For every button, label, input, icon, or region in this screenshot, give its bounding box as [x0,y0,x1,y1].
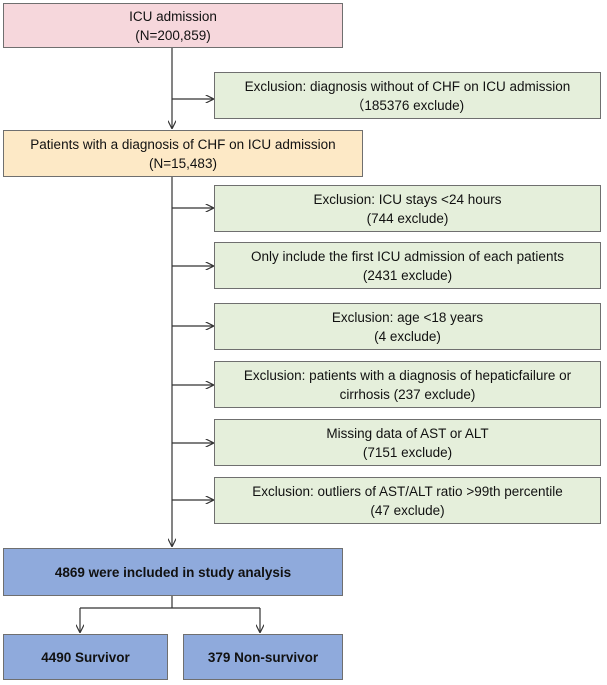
node-exclusion-icu-stay-line1: Exclusion: ICU stays <24 hours [313,191,502,207]
node-survivor-label: 4490 Survivor [41,649,130,665]
node-exclusion-age-line1: Exclusion: age <18 years [331,309,484,325]
node-missing-ast-alt: Missing data of AST or ALT (7151 exclude… [214,419,601,466]
node-exclusion-no-chf: Exclusion: diagnosis without of CHF on I… [214,72,601,119]
node-icu-admission-line2: (N=200,859) [135,27,211,43]
node-chf-patients-line1: Patients with a diagnosis of CHF on ICU … [30,136,336,152]
node-survivor: 4490 Survivor [3,634,168,680]
node-exclusion-hepatic-line1: Exclusion: patients with a diagnosis of … [243,367,572,383]
node-chf-patients: Patients with a diagnosis of CHF on ICU … [3,130,363,177]
node-included-label: 4869 were included in study analysis [54,564,292,580]
node-exclusion-no-chf-line2: （185376 exclude) [350,97,465,113]
node-exclusion-hepatic-line2: cirrhosis (237 exclude) [339,386,476,402]
node-exclusion-icu-stay: Exclusion: ICU stays <24 hours (744 excl… [214,185,601,232]
node-missing-ast-alt-line1: Missing data of AST or ALT [326,425,489,441]
node-first-admission: Only include the first ICU admission of … [214,242,601,289]
node-exclusion-no-chf-line1: Exclusion: diagnosis without of CHF on I… [244,78,571,94]
node-icu-admission: ICU admission (N=200,859) [3,3,343,48]
node-non-survivor: 379 Non-survivor [183,634,343,680]
node-included: 4869 were included in study analysis [3,548,343,596]
node-missing-ast-alt-line2: (7151 exclude) [362,444,453,460]
node-exclusion-outliers: Exclusion: outliers of AST/ALT ratio >99… [214,477,601,524]
node-non-survivor-label: 379 Non-survivor [207,649,319,665]
node-chf-patients-line2: (N=15,483) [149,155,217,171]
node-first-admission-line2: (2431 exclude) [362,267,453,283]
node-first-admission-line1: Only include the first ICU admission of … [251,248,564,264]
node-exclusion-age: Exclusion: age <18 years (4 exclude) [214,303,601,350]
node-exclusion-hepatic: Exclusion: patients with a diagnosis of … [214,361,601,408]
node-icu-admission-line1: ICU admission [129,8,217,24]
node-exclusion-age-line2: (4 exclude) [374,328,441,344]
node-exclusion-outliers-line1: Exclusion: outliers of AST/ALT ratio >99… [252,483,563,499]
node-exclusion-icu-stay-line2: (744 exclude) [366,210,449,226]
node-exclusion-outliers-line2: (47 exclude) [370,502,445,518]
